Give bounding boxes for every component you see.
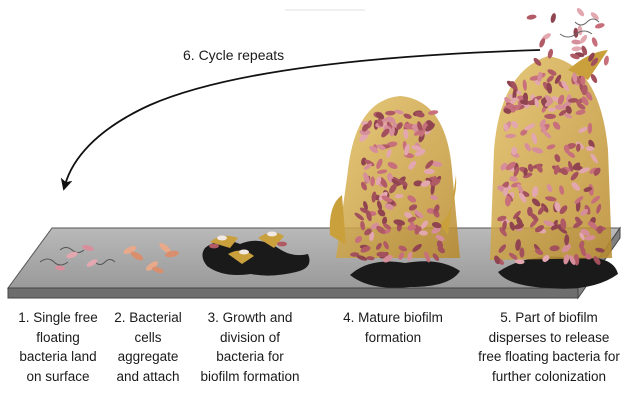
- bacterium: [424, 169, 435, 174]
- stage-4-caption: 4. Mature biofilm formation: [330, 308, 456, 347]
- stage-3-caption: 3. Growth and division of bacteria for b…: [200, 308, 300, 386]
- dispersed-bacterium: [526, 14, 537, 20]
- stage-5-dispersing-biofilm: [490, 7, 618, 289]
- stage-5-caption: 5. Part of biofilm disperses to release …: [476, 308, 622, 386]
- dispersed-bacterium: [550, 13, 557, 24]
- dispersed-bacterium: [591, 36, 599, 47]
- dispersed-bacterium: [571, 39, 581, 44]
- bacterium: [544, 114, 556, 119]
- dispersed-bacterium: [594, 22, 605, 29]
- dispersed-bacterium: [603, 55, 609, 66]
- dispersed-bacterium: [575, 7, 585, 18]
- dispersed-bacterium: [571, 46, 581, 52]
- stage-2-caption: 2. Bacterial cells aggregate and attach: [108, 308, 188, 386]
- cycle-label: 6. Cycle repeats: [183, 47, 284, 63]
- cycle-arrow: [65, 50, 540, 185]
- stage-1-caption: 1. Single free floating bacteria land on…: [12, 308, 104, 386]
- bacterium: [586, 146, 594, 151]
